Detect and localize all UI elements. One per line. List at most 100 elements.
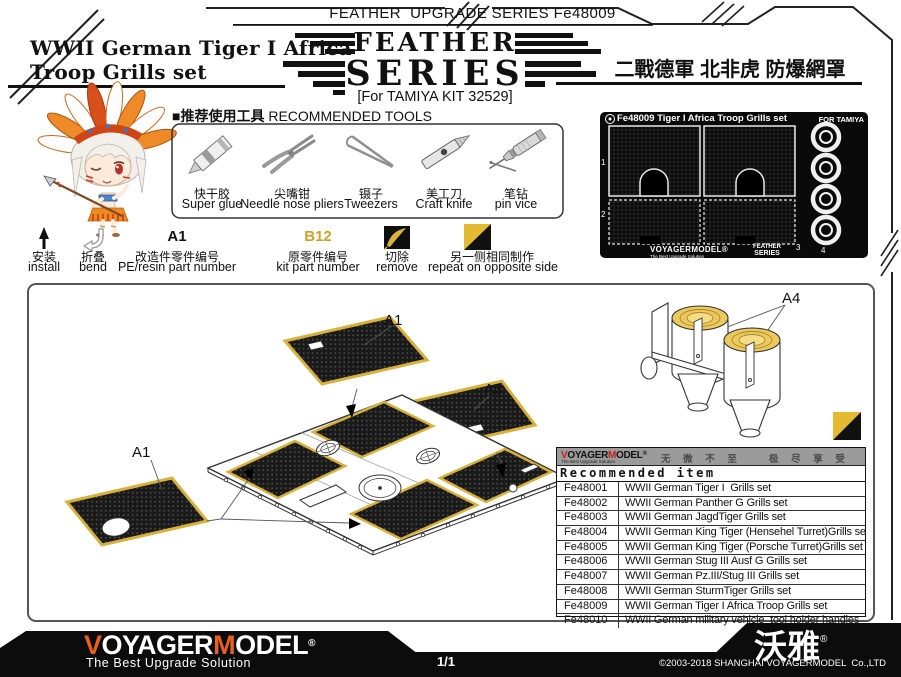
item-code: Fe48002 [557, 496, 619, 511]
installed-grill-bottom [348, 478, 480, 541]
fret-number: 2 [601, 210, 606, 219]
item-code: Fe48010 [557, 614, 619, 628]
tool-label-en: Super glue [181, 197, 243, 211]
legend-kit-symbol: B12 [304, 228, 332, 245]
installed-grill-right [437, 447, 554, 504]
legend-pe-symbol: A1 [167, 228, 187, 245]
fret-brand: VOYAGERMODEL® [650, 245, 728, 254]
legend-bend-cn: 折叠 [80, 250, 105, 264]
fret-brand-tagline: The Best Upgrade Solution [650, 254, 705, 259]
table-row: Fe48004 WWII German King Tiger (Hensehel … [557, 526, 865, 541]
vent-plate [298, 484, 348, 508]
brand-letter: M [608, 450, 617, 461]
item-desc: WWII German King Tiger (Porsche Turret)G… [625, 540, 863, 553]
legend-repeat-en: repeat on opposite side [428, 260, 558, 274]
repeat-opposite-icon [833, 412, 861, 440]
brand-letter: V [561, 450, 568, 461]
item-desc: WWII German Tiger I Africa Troop Grills … [625, 599, 828, 612]
legend-repeat-cn: 另一侧相同制作 [449, 250, 534, 264]
footer-right-banner [690, 623, 901, 677]
pliers-icon [262, 134, 316, 174]
item-code: Fe48005 [557, 540, 619, 555]
pe-fret-photo [600, 112, 868, 258]
craft-knife-icon [421, 135, 471, 169]
brand-letters: OYAGER [567, 450, 608, 461]
footer-tagline: The Best Upgrade Solution [86, 656, 252, 670]
legend-remove-en: remove [376, 260, 418, 274]
edge-bolts [223, 477, 551, 550]
installed-grill-left [225, 439, 348, 500]
item-code: Fe48004 [557, 526, 619, 540]
page-title-line2: Troop Grills set [30, 60, 207, 84]
pin-vice-icon [489, 128, 547, 172]
registered-mark: ® [308, 638, 315, 649]
item-code: Fe48009 [557, 599, 619, 614]
feather-series-logo-bars [283, 33, 601, 95]
page-number: 1/1 [436, 654, 456, 669]
item-desc: WWII German SturmTiger Grills set [625, 584, 791, 597]
fret-round-parts [810, 121, 842, 246]
registered-mark: ® [642, 451, 647, 457]
footer-brand-logo: VOYAGERMODEL® [84, 630, 315, 659]
table-header-cn-right: 极 尽 享 受 [769, 454, 850, 465]
tweezers-icon [345, 135, 394, 168]
legend-pe-cn: 改造件零件编号 [134, 250, 219, 264]
air-cleaner-assembly [640, 302, 781, 438]
footer-shapes [0, 623, 901, 677]
table-header-cn-left: 无 微 不 至 [661, 454, 742, 465]
copyright: ©2003-2018 SHANGHAI VOYAGERMODEL Co.,LTD [659, 658, 886, 669]
mascot-illustration [37, 81, 177, 237]
table-brand-tagline: The Best Upgrade Solution [561, 459, 616, 464]
brand-letters: ODEL [235, 630, 309, 660]
frame-decoration [8, 1, 899, 620]
repeat-icon [464, 224, 491, 250]
eye-wink [90, 167, 102, 171]
eye-open [115, 163, 123, 175]
remove-icon [383, 226, 410, 251]
legend-bend-en: bend [79, 260, 107, 274]
tool-label-cn: 镊子 [358, 187, 383, 201]
cn-logo-text: 沃雅 [754, 628, 820, 665]
kit-compatibility-note: [For TAMIYA KIT 32529] [357, 89, 513, 105]
tools-heading: ■推荐使用工具 RECOMMENDED TOOLS [172, 106, 432, 126]
voyager-roundel-icon [605, 114, 615, 124]
glue-tube-icon [188, 135, 233, 174]
item-desc: WWII German military vehicle tool holder… [625, 614, 860, 627]
recommended-items-table: VOYAGERMODEL® The Best Upgrade Solution … [556, 447, 866, 628]
tool-label-cn: 美工刀 [425, 187, 462, 201]
feather-series-logo-word2: SERIES [345, 53, 525, 94]
tool-label-en: Craft knife [415, 197, 473, 211]
fret-number: 4 [821, 246, 826, 255]
spear [51, 180, 123, 217]
tools-heading-en: RECOMMENDED TOOLS [264, 108, 432, 124]
tools-heading-cn: ■推荐使用工具 [172, 108, 265, 124]
registered-mark: ® [820, 634, 828, 645]
feather-series-logo-word1: FEATHER [353, 28, 517, 58]
item-code: Fe48003 [557, 511, 619, 526]
fret-series-logo-line1: FEATHER [753, 244, 781, 250]
fret-series-logo-line2: SERIES [754, 250, 780, 257]
fan-grille-1 [315, 439, 341, 457]
part-label-a1-top: A1 [384, 312, 403, 329]
series-header: FEATHER UPGRADE SERIES Fe48009 [329, 5, 616, 22]
table-subheader: Recommended item [557, 466, 865, 482]
item-desc: WWII German King Tiger (Hensehel Turret)… [625, 526, 865, 539]
install-arrows [244, 404, 506, 529]
mouth [102, 180, 112, 184]
brand-letters: ODEL [616, 450, 643, 461]
bend-arrow-icon [82, 228, 104, 253]
fret-number: 3 [796, 243, 801, 252]
tool-label-cn: 快干胶 [193, 187, 230, 201]
part-label-a4: A4 [782, 290, 801, 307]
grill-part-a1-top [282, 315, 430, 386]
fret-number: 1 [601, 158, 606, 167]
assembly-diagram [64, 302, 861, 556]
item-code: Fe48007 [557, 570, 619, 584]
item-desc: WWII German Pz.III/Stug III Grills set [625, 570, 799, 583]
install-arrow-icon [39, 227, 49, 249]
